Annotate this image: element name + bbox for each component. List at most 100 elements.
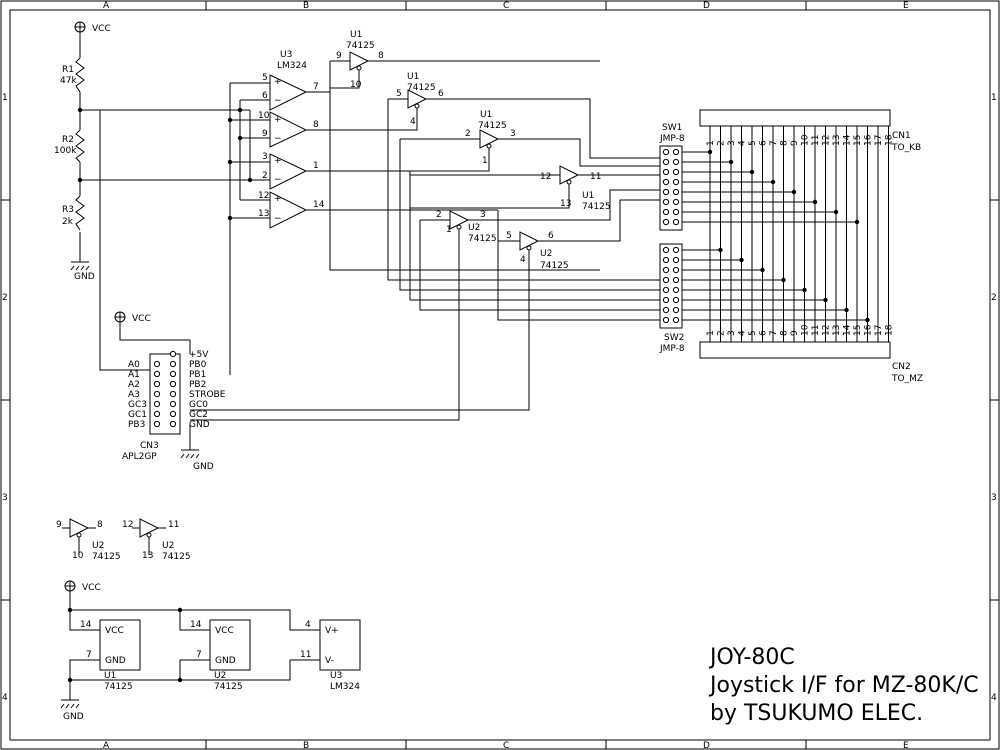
svg-text:7: 7 (86, 650, 92, 660)
svg-text:5: 5 (396, 89, 402, 99)
connector-cn3: +5VPB0PB1PB2STROBEGC0GC2GNDA0A1A2A3GC3GC… (99, 110, 226, 472)
svg-text:−: − (274, 96, 282, 106)
svg-text:6: 6 (262, 91, 268, 101)
bus-pin-bottom: 11 (811, 325, 821, 336)
bus-pin-top: 4 (738, 140, 748, 146)
svg-text:GND: GND (215, 656, 236, 666)
row-mark-right: 3 (991, 493, 997, 503)
buffer-u1c: U1 74125 2 3 1 (399, 110, 660, 291)
cn3-pin-left: GC1 (128, 410, 147, 420)
r2-ref: R2 (62, 135, 74, 145)
svg-text:1: 1 (482, 156, 488, 166)
svg-text:APL2GP: APL2GP (122, 452, 157, 462)
svg-text:6: 6 (438, 89, 444, 99)
bus-pin-top: 2 (717, 140, 727, 146)
bus-pin-bottom: 10 (801, 324, 811, 336)
jumper-sw2: SW2 JMP-8 (659, 243, 685, 354)
bus-pin-top: 10 (801, 134, 811, 146)
row-mark-right: 2 (991, 293, 997, 303)
jumper-pin (672, 246, 680, 254)
buffer-u2b: 5 6 4 U2 74125 (190, 199, 660, 411)
svg-text:VCC: VCC (215, 626, 234, 636)
title-block: JOY-80C Joystick I/F for MZ-80K/C by TSU… (708, 645, 979, 726)
svg-text:74125: 74125 (92, 552, 121, 562)
svg-text:74125: 74125 (346, 41, 375, 51)
svg-text:+: + (274, 194, 282, 204)
jumper-pin (662, 246, 670, 254)
col-mark-top: B (303, 1, 309, 11)
svg-text:1: 1 (446, 225, 452, 235)
svg-text:9: 9 (336, 51, 342, 61)
jumper-pin (662, 306, 670, 314)
jumper-pin (672, 306, 680, 314)
svg-text:U1: U1 (407, 72, 419, 82)
bus-pin-top: 13 (832, 135, 842, 146)
col-mark-top: C (503, 1, 509, 11)
bus-pin-top: 18 (885, 134, 895, 146)
svg-text:4: 4 (305, 620, 311, 630)
bus-pin-top: 7 (769, 140, 779, 146)
bus-pin-top: 17 (874, 135, 884, 146)
svg-text:74125: 74125 (582, 202, 611, 212)
opamp-unit-a (269, 74, 308, 111)
bus-pin-top: 5 (748, 140, 758, 146)
opamp-unit-d (269, 191, 308, 229)
bus-pin-bottom: 6 (759, 330, 769, 336)
col-mark-bottom: B (303, 741, 309, 750)
svg-text:JMP-8: JMP-8 (659, 134, 685, 144)
jumper-pin (662, 158, 670, 166)
buffer-u1d: 12 11 13 U1 74125 (409, 165, 660, 301)
svg-text:8: 8 (313, 120, 319, 130)
bus-pin-bottom: 15 (853, 325, 863, 336)
svg-text:3: 3 (262, 152, 268, 162)
r2-value: 100k (54, 146, 77, 156)
connector-cn1: CN1 TO_KB (699, 109, 921, 153)
col-mark-top: A (103, 1, 110, 11)
title: JOY-80C (708, 645, 795, 670)
svg-text:11: 11 (168, 520, 179, 530)
svg-text:2: 2 (436, 210, 442, 220)
bus-pin-bottom: 16 (864, 324, 874, 336)
svg-text:13: 13 (258, 209, 269, 219)
u3-ref: U3 (280, 50, 292, 60)
resistor-r3 (75, 195, 85, 231)
svg-text:1: 1 (313, 161, 319, 171)
bus-pin-bottom: 1 (706, 330, 716, 336)
svg-text:LM324: LM324 (330, 682, 360, 692)
svg-text:GND: GND (105, 656, 126, 666)
svg-text:JMP-8: JMP-8 (659, 344, 685, 354)
svg-text:U1: U1 (350, 30, 362, 40)
svg-text:11: 11 (300, 650, 311, 660)
bus-pin-top: 8 (780, 140, 790, 146)
spare-buffer-1: 9 8 10 U2 74125 (56, 518, 121, 562)
power-block-u1 (99, 619, 141, 671)
cn3-pin-left: PB3 (128, 420, 145, 430)
svg-text:U1: U1 (104, 671, 116, 681)
svg-text:U3: U3 (330, 671, 342, 681)
resistor-r1 (75, 57, 85, 93)
jumper-pin (662, 198, 670, 206)
svg-text:74125: 74125 (162, 552, 191, 562)
svg-text:+: + (274, 156, 282, 166)
bus-pin-bottom: 9 (790, 330, 800, 336)
cn3-pin-left: A2 (128, 380, 140, 390)
svg-text:TO_MZ: TO_MZ (891, 374, 923, 384)
svg-text:U2: U2 (468, 223, 480, 233)
svg-text:10: 10 (72, 551, 84, 561)
cn3-pin-left: GC3 (128, 400, 147, 410)
svg-text:3: 3 (510, 129, 516, 139)
svg-text:9: 9 (56, 520, 62, 530)
svg-text:7: 7 (196, 650, 202, 660)
subtitle: Joystick I/F for MZ-80K/C (708, 673, 979, 698)
svg-text:CN3: CN3 (140, 441, 159, 451)
r3-ref: R3 (62, 205, 74, 215)
row-mark-left: 3 (2, 493, 8, 503)
jumper-pin (662, 286, 670, 294)
bus-pin-bottom: 2 (717, 330, 727, 336)
jumper-pin (672, 168, 680, 176)
spare-buffer-2: 12 11 13 U2 74125 (122, 518, 191, 562)
svg-text:V-: V- (325, 656, 334, 666)
svg-text:9: 9 (262, 129, 268, 139)
